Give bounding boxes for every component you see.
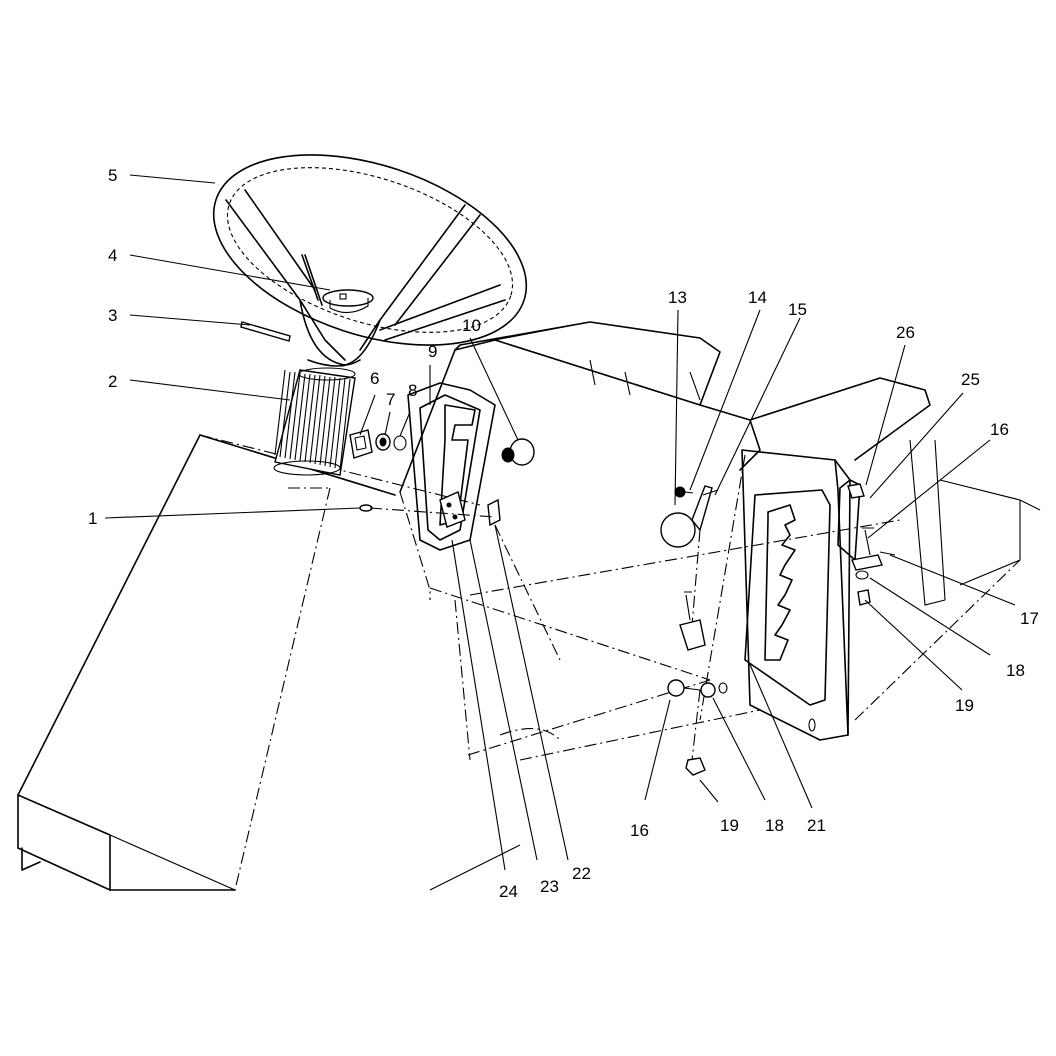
callout-13: 13 [668,288,687,307]
callout-26: 26 [896,323,915,342]
callout-25: 25 [961,370,980,389]
shift-lever [660,485,719,651]
callout-18-lower: 18 [765,816,784,835]
callout-15: 15 [788,300,807,319]
callout-1: 1 [88,509,97,528]
roll-pin [240,321,291,342]
lower-linkage [667,591,728,776]
throttle-knob [501,438,535,466]
callout-19-lower: 19 [720,816,739,835]
steering-wheel [212,154,528,367]
callout-7: 7 [386,390,395,409]
wheel-cap [322,289,374,314]
callout-9: 9 [428,342,437,361]
callout-labels: 5 4 3 2 1 6 7 8 9 10 13 14 15 26 25 16 1… [88,166,1039,901]
callout-8: 8 [408,381,417,400]
key-switch [349,429,373,459]
callout-16-right: 16 [990,420,1009,439]
right-shift-plate [741,449,851,741]
callout-3: 3 [108,306,117,325]
callout-17: 17 [1020,609,1039,628]
callout-6: 6 [370,369,379,388]
callout-22: 22 [572,864,591,883]
callout-2: 2 [108,372,117,391]
hood-panel [17,434,521,891]
callout-19-right: 19 [955,696,974,715]
callout-18-right: 18 [1006,661,1025,680]
callout-10: 10 [462,316,481,335]
switch-washer [393,435,407,451]
callout-16-lower: 16 [630,821,649,840]
bracket-22 [487,498,501,527]
leader-lines [104,174,1016,871]
steering-sleeve [273,367,356,476]
callout-14: 14 [748,288,767,307]
console-body [399,321,1041,761]
callout-23: 23 [540,877,559,896]
callout-5: 5 [108,166,117,185]
callout-4: 4 [108,246,117,265]
callout-24: 24 [499,882,518,901]
left-shift-plate [407,382,496,551]
callout-21: 21 [807,816,826,835]
switch-nut [375,433,391,451]
right-linkage [837,479,896,606]
